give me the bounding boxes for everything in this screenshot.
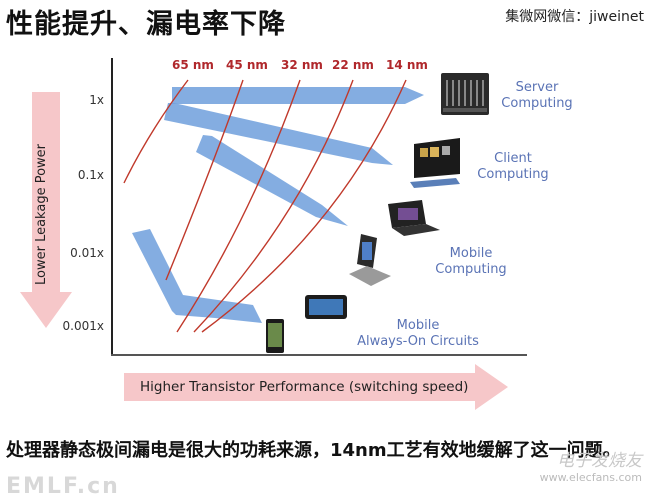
plot-area xyxy=(111,58,527,410)
tablet-icon xyxy=(305,295,347,319)
watermark-right: 电子发烧友 www.elecfans.com xyxy=(540,446,642,484)
category-server: Server Computing xyxy=(501,80,573,111)
wechat-id: 集微网微信：jiweinet xyxy=(505,9,644,25)
node-32nm: 32 nm xyxy=(281,58,323,72)
ultrabook-icon xyxy=(388,200,440,236)
y-tick-1x: 1x xyxy=(89,93,104,107)
caption: 处理器静态极间漏电是很大的功耗来源，14nm工艺有效地缓解了这一问题。 xyxy=(6,440,621,461)
page-title: 性能提升、漏电率下降 xyxy=(6,9,286,40)
category-client: Client Computing xyxy=(477,151,549,182)
node-22nm: 22 nm xyxy=(332,58,374,72)
watermark-left: EMLF.cn xyxy=(6,474,120,499)
node-14nm: 14 nm xyxy=(386,58,428,72)
watermark-logo: 电子发烧友 xyxy=(557,451,642,471)
server-icon xyxy=(441,73,489,115)
smartphone-icon xyxy=(266,319,284,353)
y-tick-0.1x: 0.1x xyxy=(77,168,104,182)
category-mobile-computing: Mobile Computing xyxy=(435,246,507,277)
convertible-tablet-icon xyxy=(349,234,391,286)
lower-leakage-arrow xyxy=(20,92,72,328)
node-45nm: 45 nm xyxy=(226,58,268,72)
all-in-one-pc-icon xyxy=(410,138,460,188)
watermark-url: www.elecfans.com xyxy=(539,471,642,484)
category-always-on: Mobile Always-On Circuits xyxy=(357,318,479,349)
y-tick-0.01x: 0.01x xyxy=(70,246,104,260)
x-axis-label: Higher Transistor Performance (switching… xyxy=(140,379,469,395)
y-tick-0.001x: 0.001x xyxy=(62,319,104,333)
node-65nm: 65 nm xyxy=(172,58,214,72)
